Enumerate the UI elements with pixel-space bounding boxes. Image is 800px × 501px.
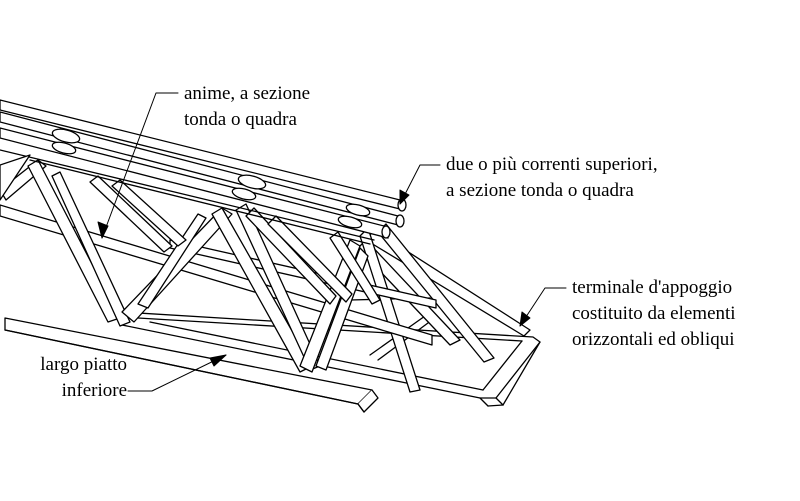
label-terminale-line3: orizzontali ed obliqui bbox=[572, 329, 735, 350]
top-chords bbox=[0, 99, 407, 245]
label-anime: anime, a sezione tonda o quadra bbox=[184, 81, 310, 133]
web-members bbox=[0, 159, 381, 373]
label-correnti-line2: a sezione tonda o quadra bbox=[446, 180, 634, 201]
label-terminale: terminale d'appoggio costituito da eleme… bbox=[572, 275, 736, 353]
label-anime-line1: anime, a sezione bbox=[184, 83, 311, 104]
label-correnti-line1: due o più correnti superiori, bbox=[446, 154, 658, 175]
label-piatto-line2: inferiore bbox=[61, 380, 127, 401]
left-diagonal bbox=[0, 154, 31, 201]
label-terminale-line1: terminale d'appoggio bbox=[572, 277, 733, 298]
label-anime-line2: tonda o quadra bbox=[184, 109, 297, 130]
bottom-plate bbox=[4, 317, 379, 413]
weld-nodes bbox=[51, 128, 371, 229]
label-piatto-line1: largo piatto bbox=[40, 354, 127, 375]
leader-lines bbox=[97, 92, 567, 392]
label-correnti: due o più correnti superiori, a sezione … bbox=[446, 152, 658, 204]
label-terminale-line2: costituito da elementi bbox=[572, 303, 736, 324]
label-piatto: largo piatto inferiore bbox=[27, 352, 127, 404]
